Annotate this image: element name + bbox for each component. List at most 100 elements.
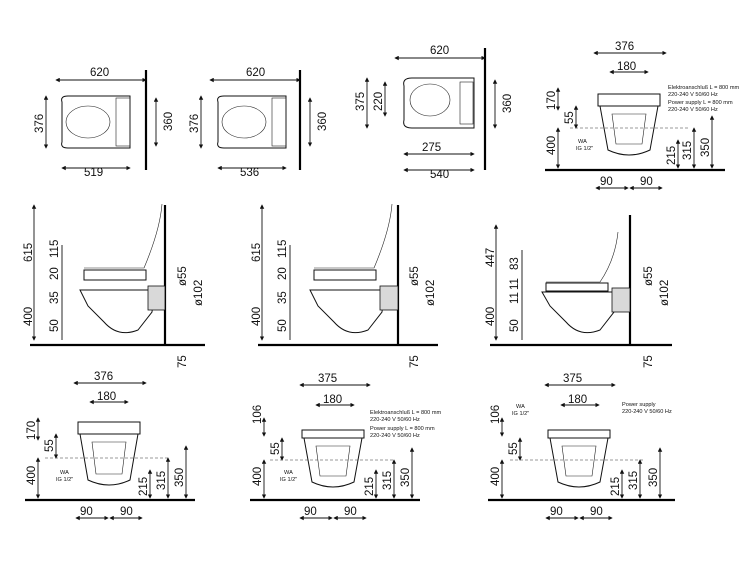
- dim-h-400: 400: [546, 136, 558, 155]
- dim-h-35: 35: [49, 291, 61, 304]
- dim-width: 620: [246, 67, 265, 79]
- dim-depth-right: 360: [163, 112, 175, 131]
- dim-h-20: 20: [277, 267, 289, 280]
- dim-h-55: 55: [564, 111, 576, 124]
- label-ig: IG 1/2": [280, 477, 297, 483]
- dim-h-400: 400: [252, 467, 264, 486]
- dim-h-11a: 11: [509, 278, 521, 290]
- dim-h-top: 170: [26, 421, 38, 440]
- dim-mid: 275: [422, 142, 441, 154]
- dim-h-215: 215: [610, 477, 622, 496]
- dim-d55: ø55: [409, 266, 421, 286]
- label-ig: IG 1/2": [56, 477, 73, 483]
- dim-depth: 376: [34, 114, 46, 133]
- dim-h-top: 447: [485, 248, 497, 267]
- dim-d102: ø102: [425, 280, 437, 306]
- dim-bottom: 536: [240, 167, 259, 179]
- dim-h-215: 215: [364, 477, 376, 496]
- dim-width: 376: [94, 371, 113, 383]
- label-ig: IG 1/2": [576, 146, 593, 152]
- dim-h-215: 215: [138, 477, 150, 496]
- dim-h-315: 315: [628, 471, 640, 490]
- label-wa: WA: [516, 404, 525, 410]
- dim-h-315: 315: [382, 471, 394, 490]
- plan-view-1: 620 376 360 519: [34, 67, 175, 179]
- dim-d55: ø55: [643, 266, 655, 286]
- note-en-1: Power supply L = 800 mm: [370, 426, 435, 432]
- dim-h-top: 170: [546, 91, 558, 110]
- front-view-bottom-1: 376 180 170 55 400 WA IG 1/2" 215 315 35…: [25, 371, 195, 521]
- dim-h-315: 315: [682, 141, 694, 160]
- dim-bottom: 540: [430, 169, 449, 181]
- dim-depth-right: 360: [502, 94, 514, 113]
- dim-width: 375: [318, 373, 337, 385]
- dim-h-75: 75: [643, 355, 655, 368]
- dim-h-11b: 11: [509, 292, 521, 304]
- label-wa: WA: [60, 470, 69, 476]
- dim-h-115: 115: [277, 240, 289, 258]
- dim-bottom-right: 90: [640, 176, 653, 188]
- note-en-2: 220-240 V 50/60 Hz: [370, 433, 420, 439]
- label-wa: WA: [578, 139, 587, 145]
- plan-view-3: 620 375 220 360 275 540: [355, 45, 514, 181]
- front-view-bottom-2: 375 180 106 55 400 WA IG 1/2" 215 315 35…: [250, 373, 441, 521]
- dim-h-400: 400: [23, 307, 35, 326]
- note-en-1: Power supply: [622, 402, 656, 408]
- dim-h-350: 350: [400, 468, 412, 487]
- dim-bottom-left: 90: [600, 176, 613, 188]
- dim-bottom: 519: [84, 167, 103, 179]
- dim-h-83: 83: [509, 257, 521, 270]
- dim-h-215: 215: [666, 146, 678, 165]
- label-wa: WA: [284, 470, 293, 476]
- side-view-1: 615 400 115 20 35 50 ø55 ø102 75: [23, 203, 205, 368]
- dim-h-50: 50: [277, 319, 289, 332]
- dim-d102: ø102: [659, 280, 671, 306]
- dim-h-top: 106: [252, 405, 264, 424]
- front-view-top: 376 180 170 55 400 WA IG 1/2" 215 315 35…: [545, 41, 739, 191]
- dim-h-350: 350: [648, 468, 660, 487]
- dim-h-400: 400: [251, 307, 263, 326]
- side-view-3: 447 400 83 11 11 50 ø55 ø102 75: [485, 215, 672, 368]
- dim-bottom-left: 90: [304, 506, 317, 518]
- side-view-2: 615 400 115 20 35 50 ø55 ø102 75: [251, 203, 438, 368]
- dim-h-350: 350: [174, 468, 186, 487]
- dim-bottom-right: 90: [344, 506, 357, 518]
- dim-h-400: 400: [490, 467, 502, 486]
- dim-bottom-left: 90: [80, 506, 93, 518]
- note-de-1: Elektroanschluß L = 800 mm: [668, 85, 739, 91]
- note-de-2: 220-240 V 50/60 Hz: [370, 417, 420, 423]
- dim-inner: 180: [97, 391, 116, 403]
- dim-bottom-right: 90: [120, 506, 133, 518]
- dim-depth-right: 360: [317, 112, 329, 131]
- dim-inner: 180: [323, 394, 342, 406]
- note-en-2: 220-240 V 50/60 Hz: [668, 107, 718, 113]
- dim-h-75: 75: [409, 355, 421, 368]
- dim-inner: 180: [617, 61, 636, 73]
- dim-h-20: 20: [49, 267, 61, 280]
- dim-width: 620: [90, 67, 109, 79]
- dim-h-50: 50: [509, 319, 521, 332]
- dim-h-315: 315: [156, 471, 168, 490]
- dim-depth: 376: [189, 114, 201, 133]
- dim-h-350: 350: [700, 138, 712, 157]
- dim-width: 375: [563, 373, 582, 385]
- dim-h-115: 115: [49, 240, 61, 258]
- dim-bottom-right: 90: [590, 506, 603, 518]
- dim-width: 376: [615, 41, 634, 53]
- dim-h-top: 106: [490, 405, 502, 424]
- dim-h-75: 75: [177, 355, 189, 368]
- dim-h-55: 55: [508, 442, 520, 455]
- note-en-1: Power supply L = 800 mm: [668, 100, 733, 106]
- label-ig: IG 1/2": [512, 411, 529, 417]
- front-view-bottom-3: 375 180 106 55 400 WA IG 1/2" 215 315 35…: [488, 373, 675, 521]
- note-de-1: Elektroanschluß L = 800 mm: [370, 410, 441, 416]
- dim-d102: ø102: [193, 280, 205, 306]
- dim-inner: 180: [568, 394, 587, 406]
- dim-h-top: 615: [251, 243, 263, 262]
- dim-h-400: 400: [485, 307, 497, 326]
- dim-width: 620: [430, 45, 449, 57]
- dim-left-inner: 220: [373, 92, 385, 111]
- dim-h-50: 50: [49, 319, 61, 332]
- dim-d55: ø55: [177, 266, 189, 286]
- plan-view-2: 620 376 360 536: [189, 67, 329, 179]
